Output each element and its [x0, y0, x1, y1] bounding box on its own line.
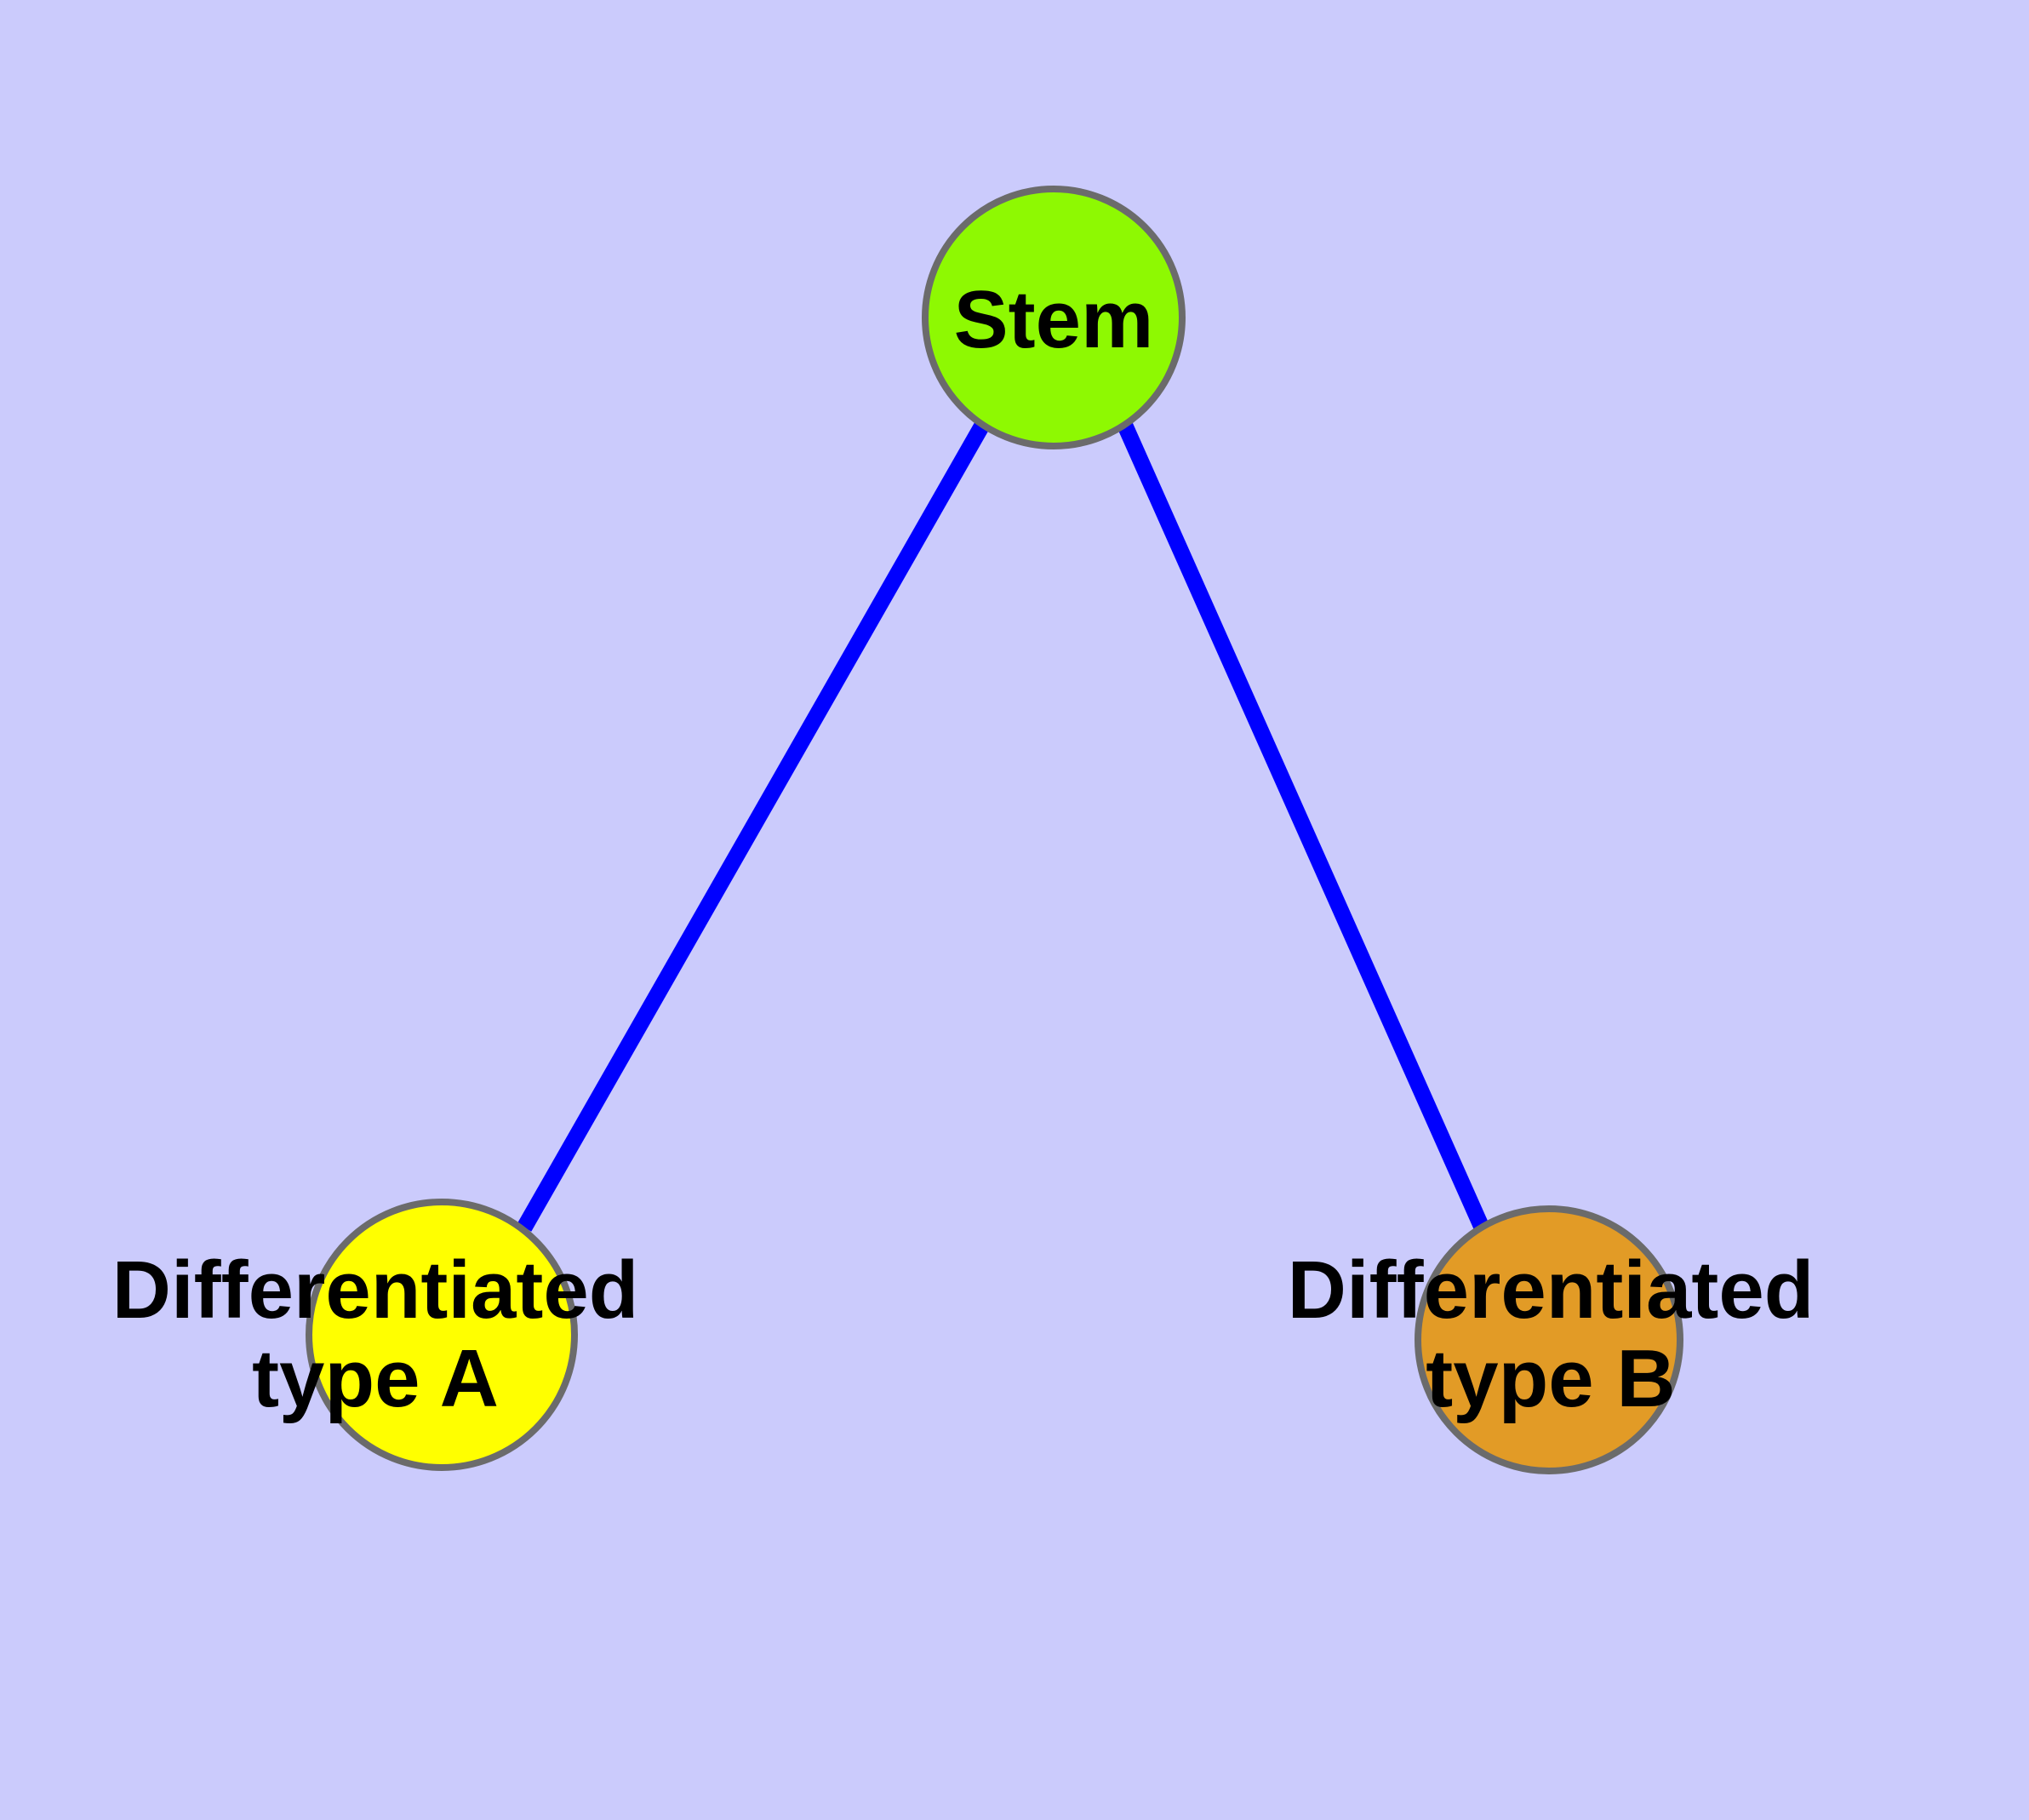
node-differentiated-type-b-circle[interactable]	[1415, 1205, 1683, 1474]
node-label-line: Differentiated	[1288, 1245, 1815, 1336]
node-label-line: Differentiated	[112, 1245, 639, 1336]
node-label-line: Stem	[954, 274, 1154, 365]
edge-layer	[517, 420, 1490, 1233]
edge-stem-to-differentiated-type-b[interactable]	[1117, 421, 1490, 1233]
node-stem-circle[interactable]	[922, 186, 1186, 449]
node-label-line: type A	[252, 1333, 499, 1424]
node-label-stem: Stem	[954, 274, 1154, 365]
node-layer	[306, 186, 1683, 1474]
node-differentiated-type-a-circle[interactable]	[306, 1199, 578, 1471]
edge-stem-to-differentiated-type-a[interactable]	[517, 420, 991, 1232]
node-label-line: type B	[1426, 1333, 1675, 1424]
